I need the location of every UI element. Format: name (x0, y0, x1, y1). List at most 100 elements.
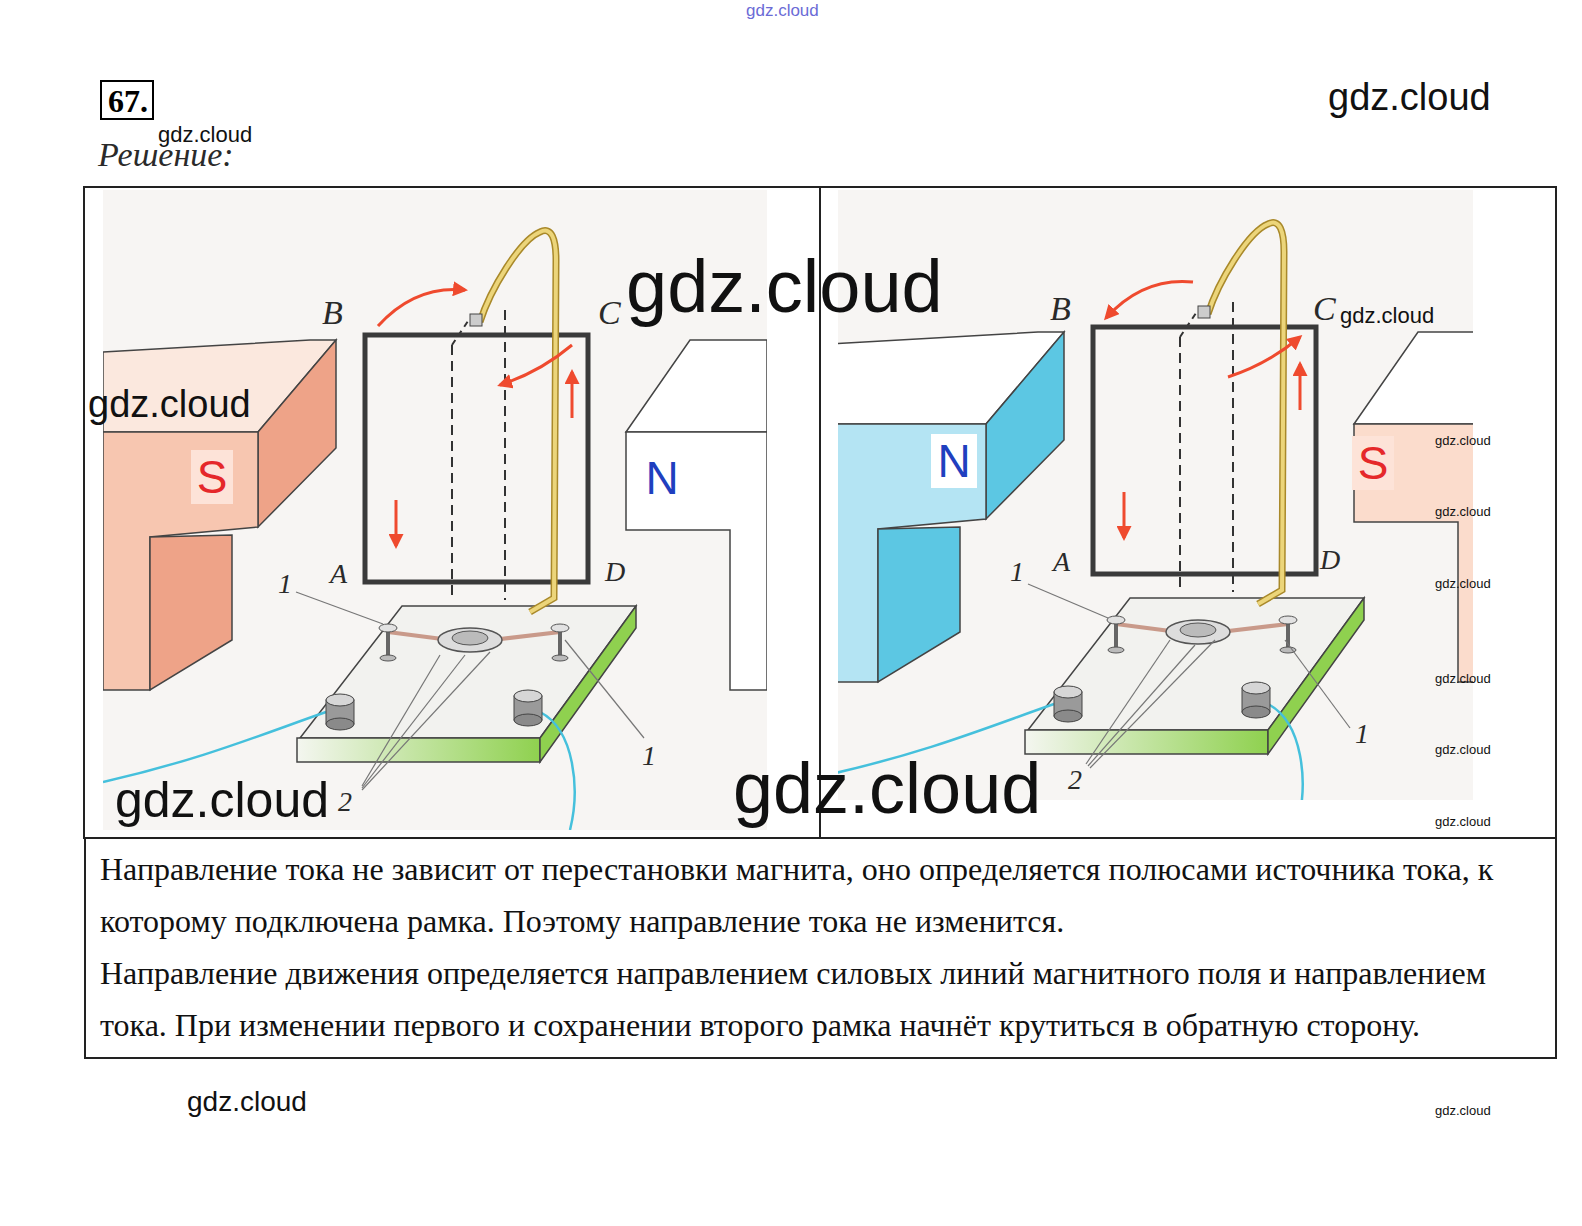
base-plate (300, 606, 636, 738)
axis (1232, 302, 1234, 592)
base-plate (540, 606, 636, 762)
brush-post (379, 624, 397, 632)
base-plate (1025, 730, 1268, 754)
magnet (150, 535, 232, 690)
leader-line (362, 652, 490, 790)
watermark: gdz.cloud (1435, 743, 1491, 756)
point-label: D (605, 558, 625, 586)
pole-letter: S (197, 452, 228, 503)
direction-arrow (1123, 492, 1126, 538)
lead-wire (103, 712, 326, 782)
leader-line (1088, 645, 1195, 766)
terminal (514, 690, 542, 702)
watermark: gdz.cloud (733, 752, 1041, 824)
terminal (514, 714, 542, 726)
watermark: gdz.cloud (746, 2, 819, 19)
axis (1180, 310, 1198, 337)
callout-number: 2 (1068, 766, 1082, 794)
watermark: gdz.cloud (1340, 305, 1434, 327)
magnet (1354, 332, 1473, 424)
direction-arrow (500, 345, 572, 385)
wire (1208, 223, 1284, 604)
point-label: B (1050, 292, 1071, 326)
axis (504, 310, 506, 600)
commutator (1180, 623, 1216, 637)
brush-post (1107, 616, 1125, 624)
brush-post (1108, 647, 1124, 653)
magnet (626, 432, 767, 690)
problem-number: 67. (100, 80, 154, 120)
wire (480, 231, 556, 612)
magnet-pole: S (1352, 436, 1395, 491)
magnet (838, 424, 986, 682)
leader-line (1090, 640, 1215, 768)
panel-ground (103, 190, 767, 830)
watermark: gdz.cloud (1435, 505, 1491, 518)
commutator (452, 631, 488, 645)
watermark: gdz.cloud (1328, 78, 1491, 116)
callout-number: 1 (278, 570, 292, 598)
watermark: gdz.cloud (187, 1088, 307, 1116)
watermark: gdz.cloud (158, 124, 252, 146)
point-label: B (322, 296, 343, 330)
watermark: gdz.cloud (1435, 815, 1491, 828)
point-label: C (1313, 292, 1336, 326)
direction-arrow (571, 372, 574, 418)
pole-letter: S (1358, 438, 1389, 489)
leader-line (296, 592, 383, 624)
base-plate (1028, 598, 1364, 730)
point-label: A (330, 560, 347, 588)
wire (480, 231, 556, 612)
magnet (986, 332, 1064, 519)
pole-letter: N (645, 453, 678, 504)
point-label: A (1053, 548, 1070, 576)
leader-line (1028, 584, 1108, 618)
answer-paragraph: Направление движения определяется направ… (100, 947, 1541, 1051)
direction-arrow (1106, 281, 1193, 318)
terminal (1054, 710, 1082, 722)
wire (1208, 223, 1284, 604)
magnet-pole: N (639, 451, 684, 506)
callout-number: 1 (1355, 720, 1369, 748)
commutator (1166, 620, 1230, 644)
watermark: gdz.cloud (115, 775, 329, 825)
watermark: gdz.cloud (1435, 577, 1491, 590)
direction-arrow (378, 289, 465, 326)
watermark: gdz.cloud (88, 385, 251, 423)
leader-line (362, 655, 465, 788)
magnet (626, 340, 767, 432)
watermark: gdz.cloud (1435, 672, 1491, 685)
lead-wire (1268, 704, 1303, 800)
terminal (1054, 686, 1082, 698)
brush-post (380, 655, 396, 661)
watermark: gdz.cloud (1435, 434, 1491, 447)
brush-post (551, 624, 569, 632)
panel-ground (838, 190, 1473, 800)
magnet (878, 527, 960, 682)
axis (452, 318, 470, 345)
watermark: gdz.cloud (626, 250, 943, 324)
direction-arrow (395, 500, 398, 546)
direction-arrow (1228, 337, 1300, 377)
screw (470, 314, 482, 326)
magnet (103, 432, 258, 690)
direction-arrow (1299, 364, 1302, 410)
leader-line (1285, 640, 1350, 728)
magnet (258, 340, 336, 527)
brush-post (1279, 616, 1297, 624)
lead-wire (540, 712, 575, 830)
brush-post (552, 655, 568, 661)
callout-number: 1 (642, 742, 656, 770)
screw (1198, 306, 1210, 318)
base-plate (297, 738, 540, 762)
leader-line (1086, 640, 1170, 764)
callout-number: 2 (338, 788, 352, 816)
point-label: D (1320, 546, 1340, 574)
terminal (1242, 682, 1270, 694)
base-plate (1268, 598, 1364, 754)
watermark: gdz.cloud (1435, 1104, 1491, 1117)
magnet-pole: N (931, 434, 976, 489)
terminal (326, 718, 354, 730)
leader-line (362, 655, 440, 786)
callout-number: 1 (1010, 558, 1024, 586)
